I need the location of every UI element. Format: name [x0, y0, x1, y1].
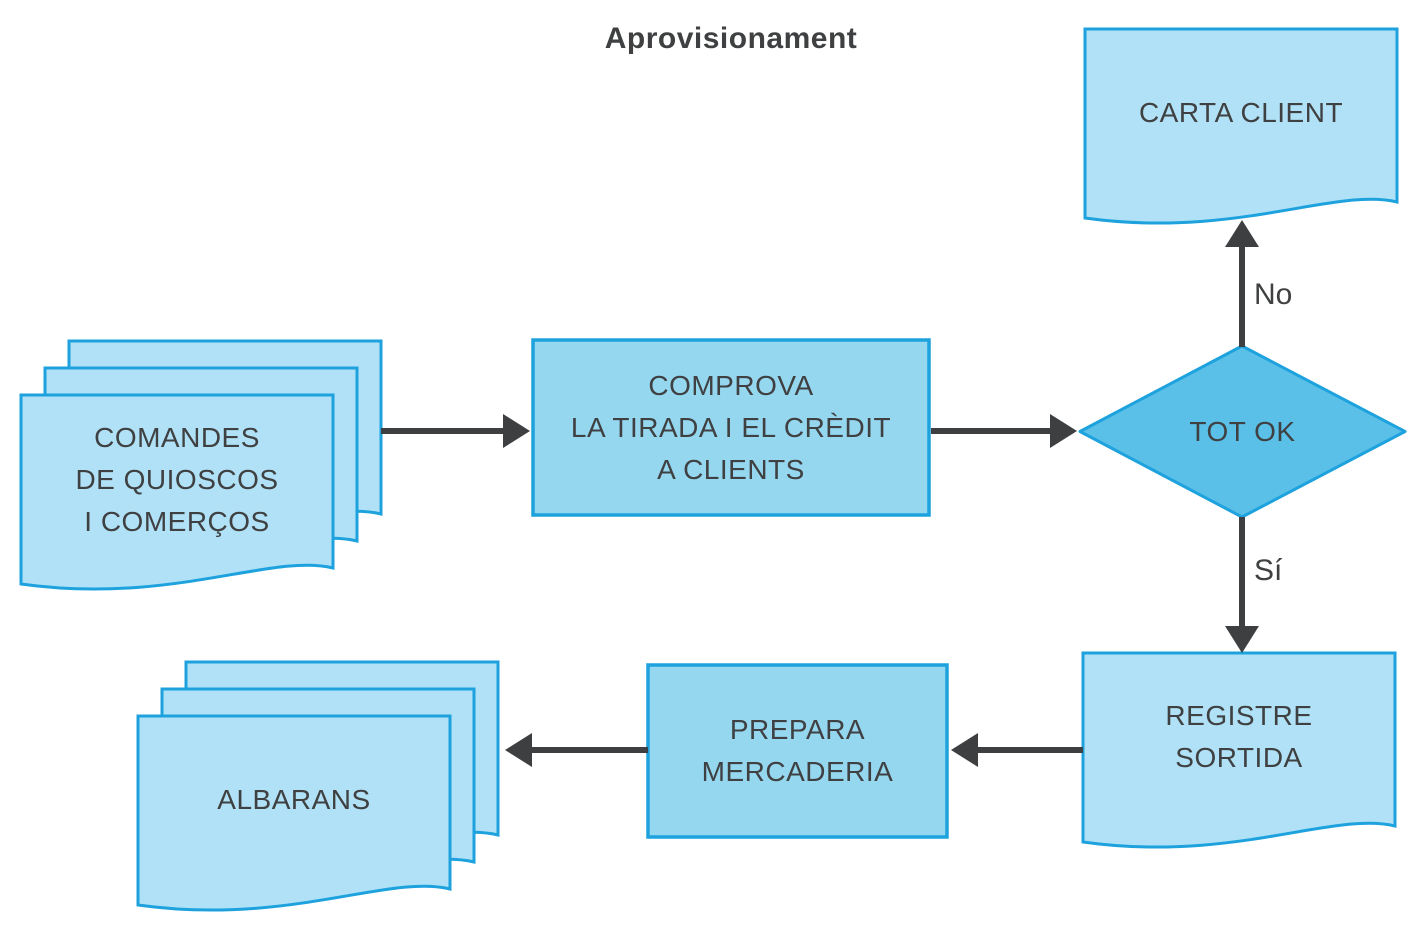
arrow-totok-to-registre: [1225, 517, 1259, 653]
arrow-registre-to-prepara: [951, 733, 1083, 767]
arrow-prepara-to-albarans: [505, 733, 648, 767]
comandes-stack-shape: [19, 339, 383, 591]
albarans-stack-shape: [136, 660, 500, 912]
comandes-doc-front: [19, 393, 335, 591]
carta-client-doc: [1083, 27, 1399, 225]
arrow-totok-to-carta: [1225, 220, 1259, 347]
carta-client-shape: [1083, 27, 1399, 225]
albarans-doc-front: [136, 714, 452, 912]
page-title: Aprovisionament: [604, 22, 858, 55]
edge-label-no: No: [1254, 278, 1293, 311]
registre-sortida-doc: [1081, 651, 1397, 849]
registre-sortida-shape: [1081, 651, 1397, 849]
prepara-mercaderia-shape: [646, 663, 949, 839]
comprova-shape: [531, 338, 931, 517]
arrow-comprova-to-totok: [931, 414, 1077, 448]
arrow-comandes-to-comprova: [381, 414, 530, 448]
tot-ok-shape: [1078, 344, 1407, 519]
edge-label-si: Sí: [1254, 554, 1283, 587]
